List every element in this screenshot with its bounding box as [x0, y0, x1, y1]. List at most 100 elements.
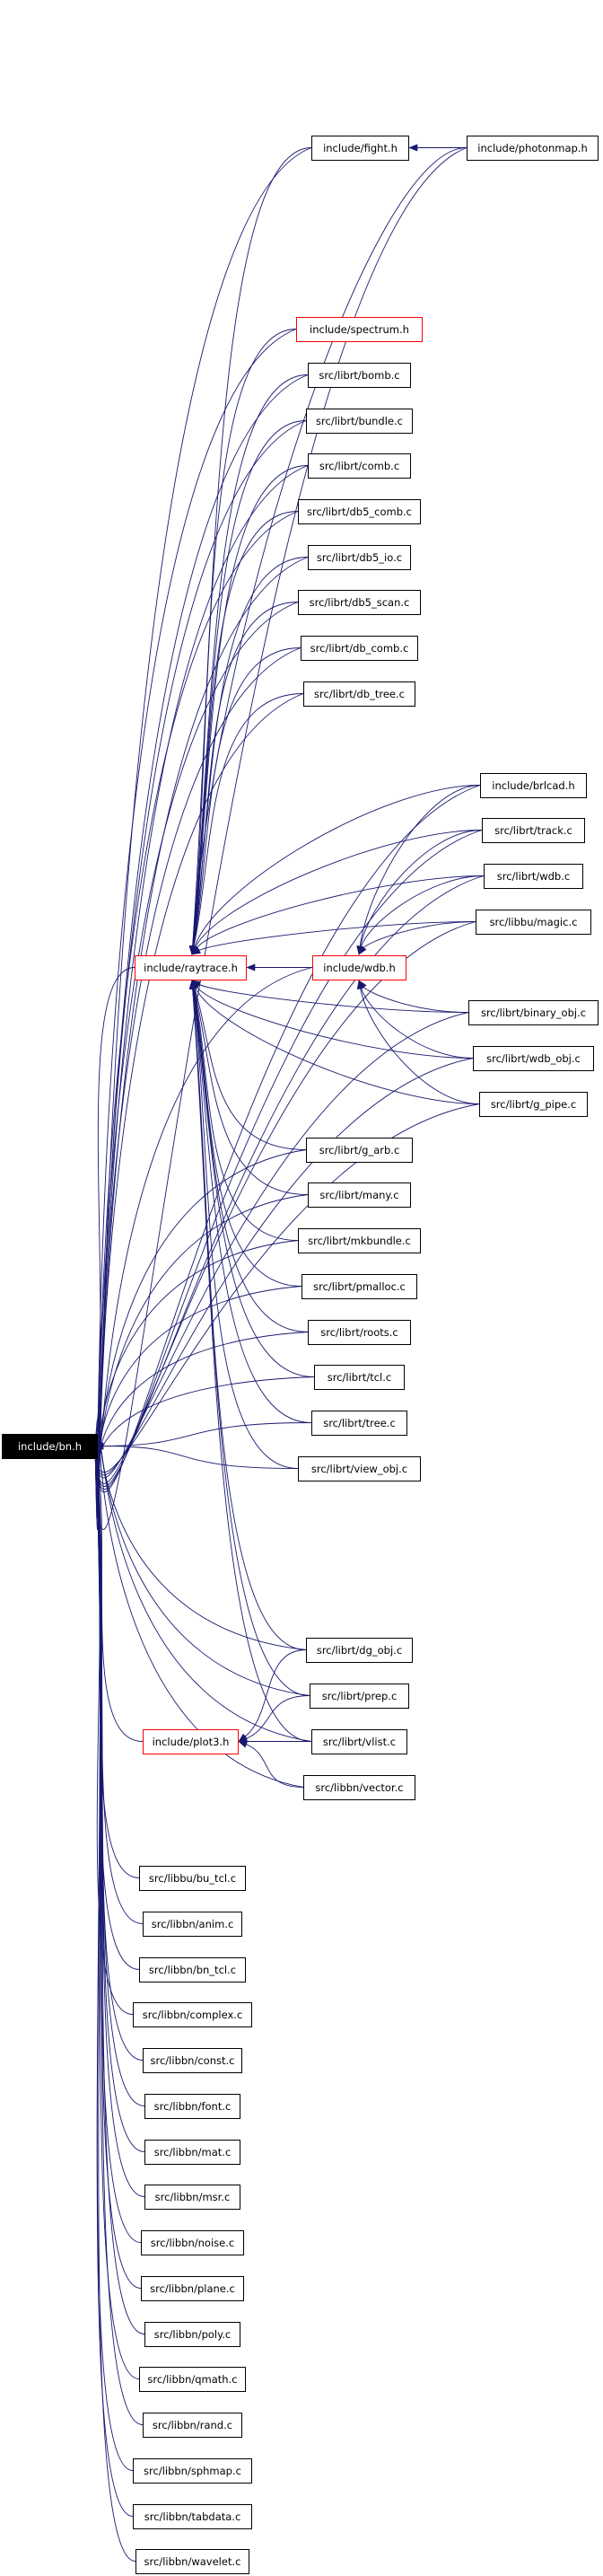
- node-box: [303, 1775, 415, 1800]
- arrowhead-g_pipe-to-wdb_h: [356, 980, 364, 989]
- node-const[interactable]: src/libbn/const.c: [143, 2048, 242, 2073]
- node-g-pipe[interactable]: src/librt/g_pipe.c: [479, 1092, 588, 1117]
- node-bn[interactable]: include/bn.h: [2, 1434, 98, 1459]
- node-track[interactable]: src/librt/track.c: [482, 818, 585, 843]
- node-wavelet[interactable]: src/libbn/wavelet.c: [135, 2549, 249, 2574]
- node-box: [2, 1434, 98, 1459]
- node-label: src/librt/wdb.c: [497, 870, 570, 883]
- node-comb[interactable]: src/librt/comb.c: [308, 453, 411, 479]
- node-qmath[interactable]: src/libbn/qmath.c: [139, 2367, 246, 2392]
- node-box: [306, 409, 413, 434]
- node-box: [467, 136, 599, 161]
- node-mat[interactable]: src/libbn/mat.c: [144, 2140, 240, 2165]
- node-spectrum[interactable]: include/spectrum.h: [296, 317, 423, 342]
- node-font[interactable]: src/libbn/font.c: [144, 2094, 240, 2119]
- node-vector[interactable]: src/libbn/vector.c: [303, 1775, 415, 1800]
- edge-binary_obj-to-wdb_h: [363, 986, 469, 1013]
- node-label: src/libbn/qmath.c: [147, 2373, 237, 2386]
- node-roots[interactable]: src/librt/roots.c: [308, 1320, 411, 1345]
- node-prep[interactable]: src/librt/prep.c: [310, 1684, 409, 1709]
- node-box: [143, 2413, 242, 2438]
- edge-track-to-bn: [94, 830, 483, 1490]
- node-label: src/librt/db_comb.c: [310, 642, 409, 655]
- node-label: include/plot3.h: [153, 1736, 230, 1748]
- node-box: [144, 2185, 240, 2210]
- edge-g_pipe-to-wdb_h: [359, 987, 480, 1104]
- node-plane[interactable]: src/libbn/plane.c: [141, 2276, 244, 2301]
- node-box: [298, 1228, 421, 1253]
- node-bn-tcl[interactable]: src/libbn/bn_tcl.c: [139, 1957, 246, 1983]
- node-brlcad[interactable]: include/brlcad.h: [480, 773, 587, 798]
- node-fight[interactable]: include/fight.h: [311, 136, 409, 161]
- node-db5-io[interactable]: src/librt/db5_io.c: [308, 545, 411, 570]
- edge-tcl-to-raytrace: [192, 987, 315, 1377]
- node-box: [306, 1138, 413, 1163]
- edge-photonmap-to-raytrace: [192, 147, 468, 948]
- node-label: src/libbn/wavelet.c: [144, 2555, 241, 2568]
- node-label: src/librt/mkbundle.c: [308, 1235, 411, 1247]
- node-box: [311, 1729, 407, 1754]
- edge-dg_obj-to-raytrace: [192, 987, 307, 1650]
- node-raytrace[interactable]: include/raytrace.h: [135, 955, 247, 980]
- node-box: [143, 1912, 242, 1937]
- edge-fight-to-raytrace: [192, 147, 312, 948]
- node-binary-obj[interactable]: src/librt/binary_obj.c: [468, 1000, 599, 1025]
- node-db5-comb[interactable]: src/librt/db5_comb.c: [298, 499, 421, 524]
- node-noise[interactable]: src/libbn/noise.c: [141, 2230, 244, 2255]
- node-db-tree[interactable]: src/librt/db_tree.c: [303, 681, 415, 707]
- node-tabdata[interactable]: src/libbn/tabdata.c: [133, 2504, 252, 2529]
- node-box: [308, 1320, 411, 1345]
- node-bundle[interactable]: src/librt/bundle.c: [306, 409, 413, 434]
- node-view-obj[interactable]: src/librt/view_obj.c: [298, 1456, 421, 1481]
- edge-prep-to-plot3: [245, 1695, 310, 1740]
- node-label: include/spectrum.h: [310, 323, 409, 336]
- node-vlist[interactable]: src/librt/vlist.c: [311, 1729, 407, 1754]
- node-wdb-obj[interactable]: src/librt/wdb_obj.c: [473, 1046, 594, 1071]
- edge-many-to-raytrace: [193, 987, 309, 1195]
- node-complex[interactable]: src/libbn/complex.c: [133, 2002, 252, 2027]
- node-plot3[interactable]: include/plot3.h: [143, 1729, 239, 1754]
- node-tree[interactable]: src/librt/tree.c: [311, 1411, 407, 1436]
- node-g-arb[interactable]: src/librt/g_arb.c: [306, 1138, 413, 1163]
- edge-roots-to-bn: [96, 1332, 309, 1459]
- edge-tree-to-raytrace: [192, 987, 312, 1423]
- node-anim[interactable]: src/libbn/anim.c: [143, 1912, 242, 1937]
- arrowhead-photonmap-to-fight: [408, 144, 418, 152]
- node-box: [141, 2230, 244, 2255]
- node-box: [143, 1729, 239, 1754]
- edge-db_comb-to-raytrace: [192, 647, 302, 948]
- node-tcl[interactable]: src/librt/tcl.c: [314, 1365, 405, 1390]
- node-label: src/libbu/magic.c: [490, 916, 578, 928]
- edge-raytrace-to-bn: [95, 967, 135, 1439]
- node-label: src/librt/bundle.c: [316, 415, 403, 427]
- node-msr[interactable]: src/libbn/msr.c: [144, 2185, 240, 2210]
- node-db-comb[interactable]: src/librt/db_comb.c: [301, 636, 418, 661]
- edge-bomb-to-bn: [94, 374, 309, 1517]
- node-label: src/librt/db5_scan.c: [310, 596, 410, 609]
- node-bomb[interactable]: src/librt/bomb.c: [308, 363, 411, 388]
- node-db5-scan[interactable]: src/librt/db5_scan.c: [298, 590, 421, 615]
- node-label: src/libbn/msr.c: [155, 2191, 231, 2203]
- edge-binary_obj-to-bn: [95, 1012, 469, 1479]
- node-wdb-h[interactable]: include/wdb.h: [312, 955, 406, 980]
- arrowhead-wdb_h-to-raytrace: [246, 963, 256, 971]
- edge-dg_obj-to-plot3: [244, 1649, 307, 1737]
- node-sphmap[interactable]: src/libbn/sphmap.c: [133, 2458, 252, 2484]
- node-dg-obj[interactable]: src/librt/dg_obj.c: [306, 1638, 413, 1663]
- edge-rand-to-bn: [94, 1453, 144, 2425]
- node-photonmap[interactable]: include/photonmap.h: [467, 136, 599, 161]
- node-wdb-c[interactable]: src/librt/wdb.c: [484, 864, 583, 889]
- node-bu-tcl[interactable]: src/libbu/bu_tcl.c: [139, 1866, 246, 1891]
- node-rand[interactable]: src/libbn/rand.c: [143, 2413, 242, 2438]
- node-poly[interactable]: src/libbn/poly.c: [144, 2322, 240, 2347]
- node-box: [311, 136, 409, 161]
- edge-brlcad-to-raytrace: [194, 785, 481, 948]
- node-magic[interactable]: src/libbu/magic.c: [476, 910, 591, 935]
- node-pmalloc[interactable]: src/librt/pmalloc.c: [302, 1274, 417, 1299]
- node-box: [135, 2549, 249, 2574]
- node-many[interactable]: src/librt/many.c: [308, 1182, 411, 1208]
- edge-roots-to-raytrace: [192, 987, 309, 1332]
- node-box: [144, 2094, 240, 2119]
- node-mkbundle[interactable]: src/librt/mkbundle.c: [298, 1228, 421, 1253]
- edge-vlist-to-raytrace: [192, 987, 312, 1742]
